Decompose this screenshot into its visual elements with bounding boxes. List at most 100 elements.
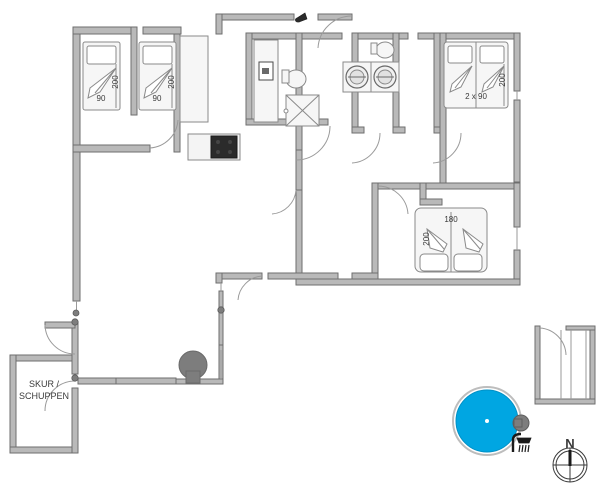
door-swings-group bbox=[44, 15, 567, 412]
wall-topright-right bbox=[513, 32, 521, 92]
marker-terrace bbox=[217, 306, 225, 314]
pillow bbox=[142, 45, 173, 65]
table-base bbox=[185, 370, 201, 384]
wall-lowerright-right bbox=[513, 182, 521, 228]
pillow-right bbox=[453, 253, 483, 272]
duvet-line-r bbox=[486, 65, 505, 89]
bed-width-label: 2 x 90 bbox=[465, 92, 487, 101]
bed-twin-topright: 2 x 90 200 bbox=[443, 41, 509, 109]
door-utility-right bbox=[432, 132, 462, 164]
duvet-fold bbox=[143, 67, 173, 99]
cooktop-burner-1 bbox=[216, 140, 220, 144]
wall-top-left-wing bbox=[72, 26, 136, 35]
wall-corridor-left bbox=[295, 149, 303, 191]
duvet-fold bbox=[87, 67, 117, 99]
wall-annex-bottom bbox=[534, 398, 596, 405]
toilet-2-cistern bbox=[370, 42, 378, 55]
terrace-round-table bbox=[178, 350, 208, 384]
duvet-line-l bbox=[454, 65, 473, 89]
terrace-edge-vertical bbox=[218, 290, 224, 350]
wall-shed-bottom bbox=[9, 446, 79, 454]
outdoor-shower-icon bbox=[511, 432, 532, 453]
wall-utility-bottom-r bbox=[433, 126, 441, 134]
wardrobe-left-wing bbox=[179, 35, 209, 123]
wall-shed-left bbox=[9, 354, 17, 454]
wall-shed-path2 bbox=[115, 377, 177, 385]
cooktop-burner-2 bbox=[228, 140, 232, 144]
door-shed-lower bbox=[44, 380, 76, 412]
shed-label: SKUR / SCHUPPEN bbox=[19, 379, 69, 401]
door-annex bbox=[539, 327, 567, 356]
pillow-left bbox=[419, 253, 449, 272]
cooktop-burner-4 bbox=[228, 150, 232, 154]
wall-shed-top bbox=[9, 354, 73, 362]
shed-label-line2: SCHUPPEN bbox=[19, 391, 69, 401]
pillow-left bbox=[447, 45, 473, 64]
door-top-centre bbox=[317, 15, 353, 49]
wall-shed-jog bbox=[44, 321, 76, 329]
duvet-line bbox=[94, 67, 117, 94]
wall-top-centre-b bbox=[317, 13, 353, 21]
wall-bath-left bbox=[245, 32, 253, 126]
wall-annex-left bbox=[534, 325, 541, 405]
wall-lowerright-bottom bbox=[295, 278, 521, 286]
wall-left-exterior bbox=[72, 26, 81, 302]
bed-length-label: 200 bbox=[167, 75, 176, 89]
marker-shed-door bbox=[71, 374, 79, 382]
wall-topright-top bbox=[439, 32, 521, 40]
duvet-line-r bbox=[462, 228, 481, 250]
wall-upper-horizontal bbox=[245, 32, 343, 40]
cooktop bbox=[210, 135, 238, 159]
door-corridor-bottom bbox=[271, 189, 297, 215]
wall-utility-right bbox=[433, 32, 441, 134]
compass-rose: N bbox=[552, 436, 588, 483]
shower-x2 bbox=[285, 94, 320, 127]
door-living-left bbox=[237, 275, 263, 301]
duvet-line-l bbox=[426, 228, 445, 250]
shed-label-line1: SKUR / bbox=[29, 379, 60, 389]
door-lowerright-bedroom bbox=[377, 185, 409, 215]
bath-cabinet bbox=[253, 39, 279, 123]
pillow-right bbox=[479, 45, 505, 64]
wall-top-centre-a bbox=[215, 13, 295, 21]
pool-pump-connector bbox=[513, 418, 523, 428]
toilet-cistern bbox=[281, 69, 290, 84]
bed-single-right: 90 200 bbox=[138, 41, 177, 111]
pool bbox=[452, 386, 530, 456]
wall-annex-right bbox=[589, 325, 596, 405]
pillow bbox=[86, 45, 117, 65]
bathroom-fixtures bbox=[253, 39, 320, 127]
door-markers bbox=[71, 306, 225, 382]
door-bathroom bbox=[295, 125, 331, 161]
cooktop-burner-3 bbox=[216, 150, 220, 154]
wall-living-bottom bbox=[215, 272, 263, 280]
wall-topright-right-b bbox=[513, 99, 521, 183]
wall-top-left-wing-2 bbox=[142, 26, 182, 35]
pool-centre-dot bbox=[485, 419, 489, 423]
wall-shed-right-a bbox=[71, 321, 79, 375]
marker-shed-top bbox=[71, 318, 79, 326]
toilet-2-bowl bbox=[375, 41, 395, 59]
shower-drain bbox=[283, 108, 289, 114]
wall-living-left bbox=[215, 272, 223, 284]
compass-north-label: N bbox=[565, 436, 574, 451]
marker-left-wall bbox=[72, 309, 80, 317]
wall-shed-right-b bbox=[71, 387, 79, 454]
bed-length-label: 200 bbox=[498, 73, 507, 87]
wall-shed-path bbox=[77, 377, 117, 385]
bed-length-label: 200 bbox=[111, 75, 120, 89]
wall-living-bottom-b bbox=[267, 272, 339, 280]
wall-utility-bottom-m bbox=[392, 126, 406, 134]
wall-annex-top bbox=[565, 325, 596, 331]
wall-lowerright-top bbox=[371, 182, 521, 190]
bed-length-label: 200 bbox=[422, 232, 431, 246]
bed-width-label: 90 bbox=[97, 94, 106, 103]
door-utility-left bbox=[351, 132, 381, 164]
wall-top-centre-c bbox=[215, 13, 223, 35]
exterior-light-icon bbox=[295, 12, 308, 23]
wall-living-bottom-c bbox=[351, 272, 379, 280]
wall-utility-bottom-l bbox=[351, 126, 365, 134]
bed-width-label: 180 bbox=[444, 215, 458, 224]
